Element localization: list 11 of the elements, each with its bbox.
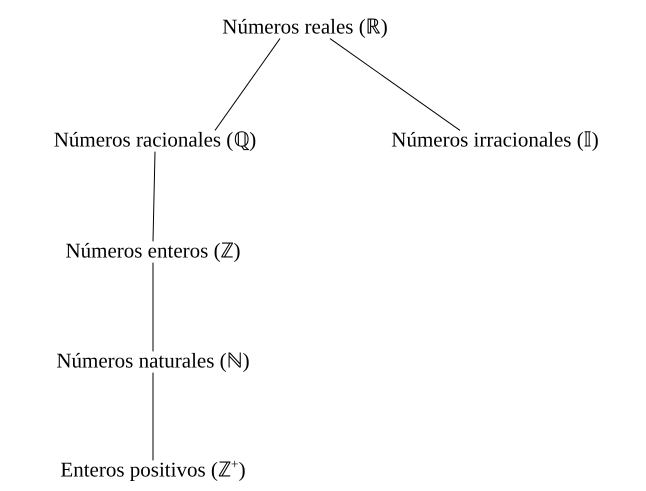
node-label: Números enteros (ℤ) bbox=[65, 238, 241, 264]
connector-line bbox=[330, 38, 460, 131]
node-label: Números irracionales (𝕀) bbox=[391, 127, 599, 153]
connector-line bbox=[214, 38, 280, 131]
node-label: Números naturales (ℕ) bbox=[56, 348, 250, 374]
connector-line bbox=[152, 262, 154, 352]
node-label: Números reales (ℝ) bbox=[222, 14, 388, 40]
node-label: Enteros positivos (ℤ$^{+}$) bbox=[60, 457, 246, 483]
connector-line bbox=[152, 151, 156, 242]
node-label: Números racionales (ℚ) bbox=[54, 127, 256, 153]
connector-line bbox=[152, 372, 154, 461]
